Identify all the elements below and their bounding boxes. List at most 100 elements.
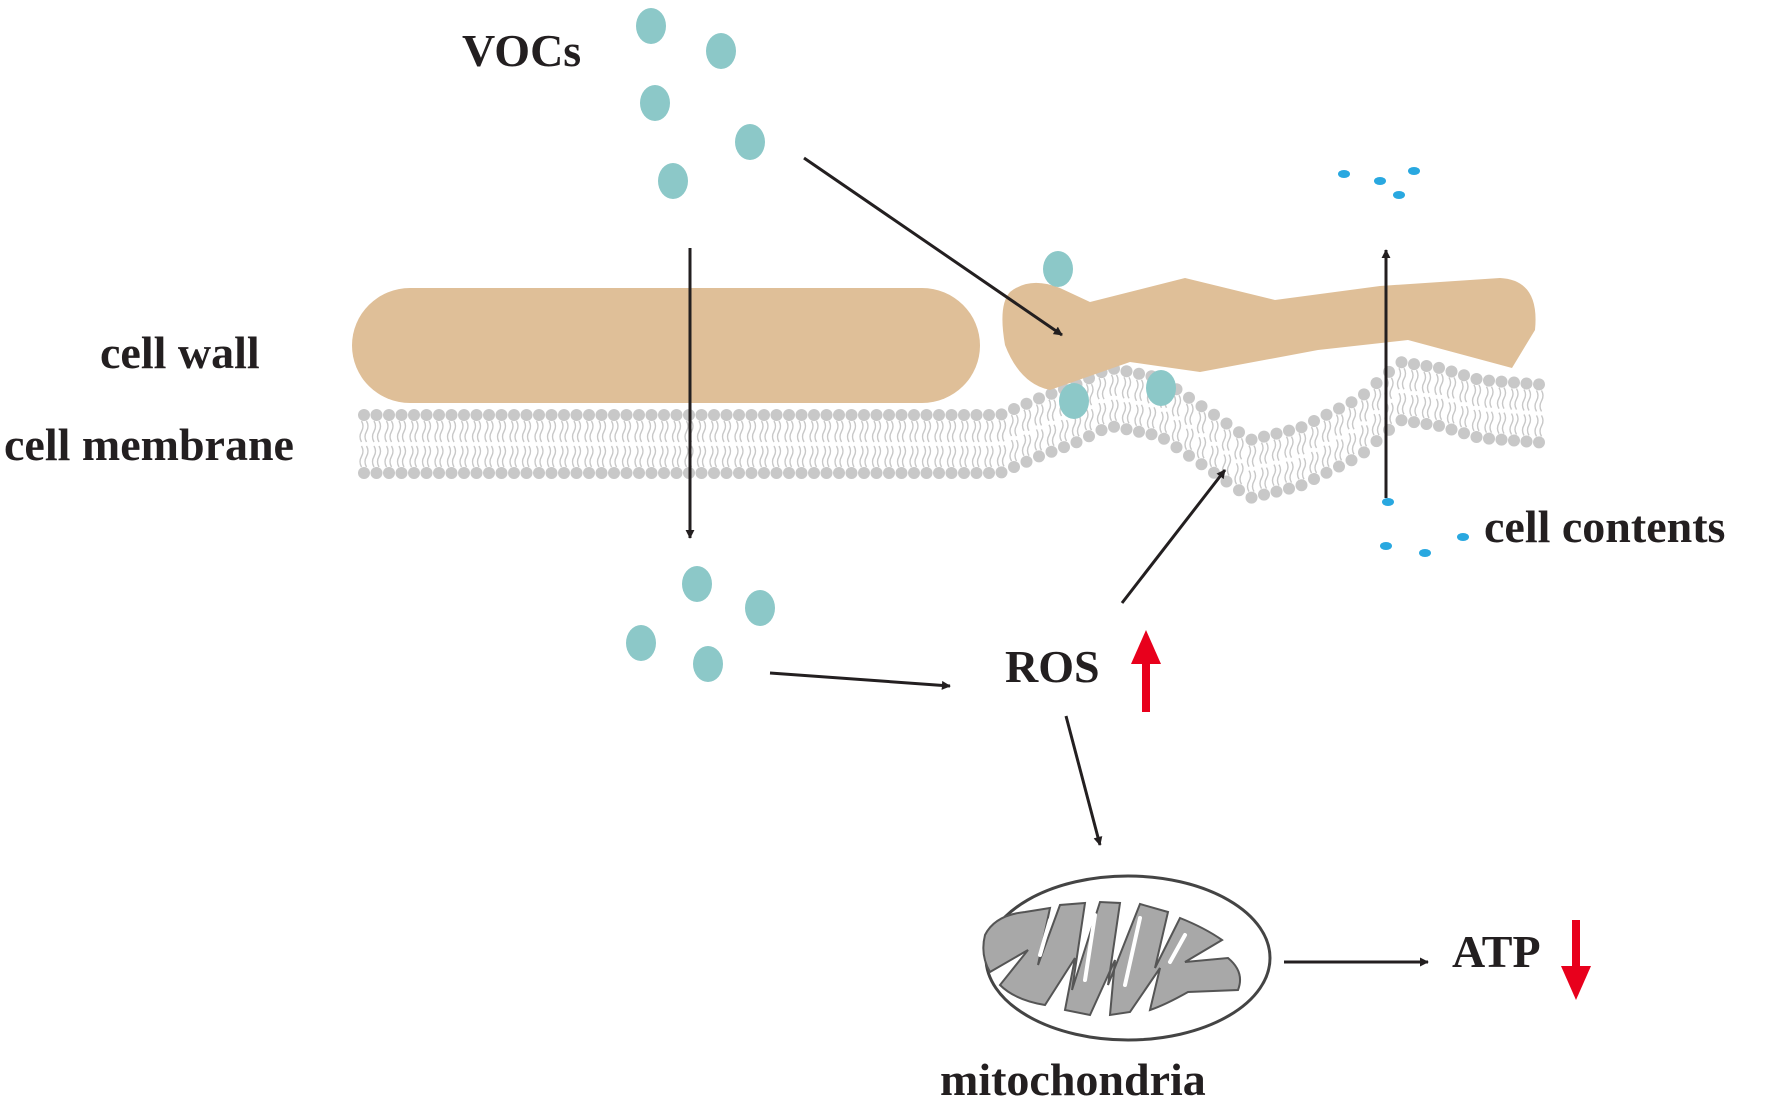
lipid-head [1520,435,1533,448]
ros-increase-arrow [1131,630,1161,712]
lipid-tail [1034,429,1039,451]
lipid-tail [1159,411,1164,434]
lipid-tail [859,445,864,468]
lipid-head [808,467,820,479]
lipid-tail [1234,437,1239,460]
lipid-tail [1464,380,1469,403]
lipid-head [433,467,445,479]
lipid-tail [1521,389,1527,411]
voc-particle [693,646,723,682]
lipid-head [1283,424,1295,437]
lipid-head [945,409,958,421]
lipid-tail [651,445,657,468]
lipid-head [570,409,583,421]
cell-content-dots [1338,167,1469,557]
lipid-head [1233,426,1245,439]
lipid-head [983,467,995,479]
lipid-tail [834,420,839,443]
label-mitochondria: mitochondria [940,1054,1206,1103]
lipid-head [695,467,708,479]
voc-particle [682,566,712,602]
lipid-tail [851,420,857,443]
lipid-head [720,467,733,479]
lipid-tail [1351,432,1357,455]
lipid-tail [1214,420,1219,443]
lipid-tail [759,445,764,468]
lipid-head [770,409,783,421]
lipid-tail [976,445,982,468]
lipid-tail [946,445,952,468]
lipid-tail [1371,413,1377,436]
lipid-tail [1284,461,1289,483]
lipid-tail [1176,394,1182,417]
lipid-head [920,467,933,479]
lipid-head [945,467,958,479]
lipid-tail [1471,409,1477,432]
process-arrows [685,156,1429,967]
lipid-head [1470,372,1483,385]
lipid-tail [1014,439,1019,462]
lipid-tail [1309,451,1314,474]
lipid-head [733,409,745,421]
voc-particle [735,124,765,160]
lipid-head [883,467,895,479]
lipid-tail [359,420,364,443]
lipid-head [1495,433,1508,446]
lipid-head [1470,430,1483,443]
lipid-tail [809,445,814,468]
lipid-head [1458,427,1470,440]
lipid-head [958,467,970,479]
lipid-head [795,467,808,479]
lipid-tail [589,445,594,468]
lipid-tail [376,445,382,468]
label-ros: ROS [1005,641,1100,692]
lipid-tail [1264,442,1269,464]
label-cell-membrane: cell membrane [4,419,294,470]
mitochondrion-crista-line [1038,913,1187,987]
lipid-tail [589,420,594,443]
lipid-tail [1326,420,1332,443]
lipid-tail [1401,392,1407,415]
lipid-head [1408,416,1420,429]
lipid-head [895,467,908,479]
lipid-head [370,467,383,479]
lipid-tail [439,445,444,468]
lipid-tail [451,445,457,468]
lipid-head [433,409,445,421]
lipid-head [783,409,795,421]
lipid-tail [959,420,964,443]
lipid-tail [1309,426,1314,449]
lipid-tail [1184,403,1189,426]
lipid-head [708,409,720,421]
lipid-tail [514,420,519,443]
lipid-tail [584,420,589,443]
lipid-head [383,409,395,421]
lipid-head [833,409,845,421]
lipid-tail [609,420,614,443]
cell-wall-damaged-segment [1002,278,1536,390]
lipid-tail [1184,428,1189,451]
lipid-tail [634,420,639,443]
lipid-head [633,409,645,421]
lipid-head [933,467,945,479]
lipid-tail [989,445,994,468]
lipid-tail [476,420,482,443]
lipid-tail [1459,380,1464,403]
voc-particle [636,8,666,44]
lipid-tail [521,420,527,443]
lipid-tail [1464,405,1469,428]
lipid-head [858,467,870,479]
lipid-head [1533,436,1545,449]
lipid-head [783,467,795,479]
lipid-head [658,467,670,479]
lipid-tail [1009,439,1014,462]
lipid-tail [1521,414,1527,436]
lipid-tail [546,420,552,443]
lipid-tail [601,420,607,443]
lipid-tail [884,445,889,468]
lipid-tail [896,445,902,468]
lipid-tail [1276,464,1282,486]
lipid-tail [376,420,382,443]
lipid-tail [1501,387,1507,409]
lipid-tail [1339,439,1344,461]
